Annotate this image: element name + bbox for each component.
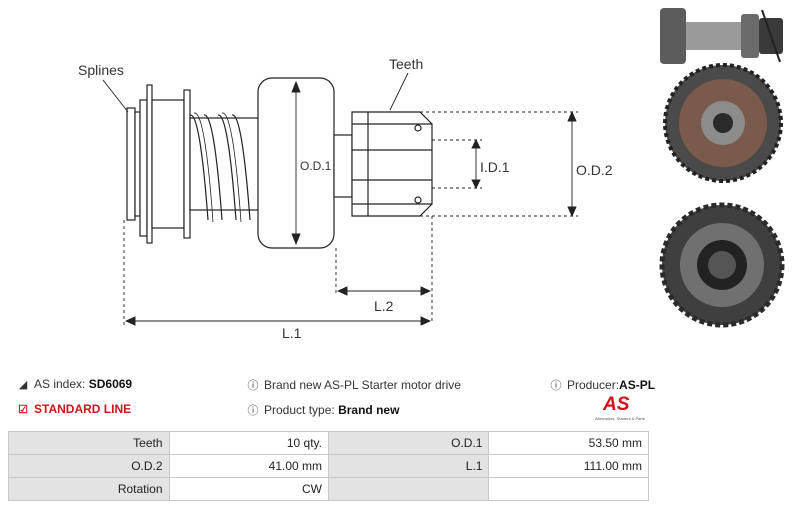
logo-mark: AS [603, 394, 630, 415]
description-text: Brand new AS-PL Starter motor drive [264, 378, 461, 392]
standard-line: ☑ STANDARD LINE [16, 402, 131, 416]
label-teeth: Teeth [389, 56, 423, 72]
spec-value [488, 477, 649, 501]
spec-value: 41.00 mm [168, 454, 330, 478]
spec-value: 10 qty. [168, 431, 330, 455]
as-index: ◢ AS index: SD6069 [16, 377, 132, 391]
as-index-value: SD6069 [88, 377, 133, 391]
product-type: ⓘ Product type: Brand new [246, 402, 400, 418]
producer-label: Producer: [567, 378, 620, 392]
label-od1: O.D.1 [300, 159, 332, 173]
product-type-label: Product type: [264, 403, 335, 417]
as-index-label: AS index: [34, 377, 86, 391]
spec-key: O.D.2 [8, 454, 170, 478]
info-icon: ⓘ [247, 405, 259, 417]
spec-key [327, 477, 490, 501]
product-photos [659, 8, 785, 328]
spec-value: CW [168, 477, 330, 501]
logo-tagline: Alternators, Starters & Parts [595, 416, 645, 421]
label-l1: L.1 [282, 325, 302, 341]
as-pl-logo: AS Alternators, Starters & Parts [595, 394, 650, 426]
label-l2: L.2 [374, 298, 394, 314]
tag-icon: ◢ [18, 379, 28, 391]
checkbox-icon: ☑ [18, 404, 28, 416]
info-icon: ⓘ [550, 380, 562, 392]
spec-key: Rotation [8, 477, 170, 501]
spec-key: Teeth [8, 431, 170, 455]
producer: ⓘ Producer:AS-PL [549, 377, 656, 393]
product-type-value: Brand new [338, 403, 400, 417]
label-od2: O.D.2 [576, 162, 613, 178]
spec-key: L.1 [327, 454, 490, 478]
spec-value: 111.00 mm [488, 454, 649, 478]
technical-drawing: Splines Teeth O.D.1 I.D.1 O.D.2 L.2 L.1 [78, 56, 613, 341]
photo-back-view [659, 202, 785, 328]
spec-value: 53.50 mm [488, 431, 649, 455]
product-description: ⓘ Brand new AS-PL Starter motor drive [246, 377, 461, 393]
standard-line-label: STANDARD LINE [34, 402, 132, 416]
spec-key: O.D.1 [327, 431, 490, 455]
photo-front-view [663, 63, 783, 183]
info-icon: ⓘ [247, 380, 259, 392]
label-splines: Splines [78, 62, 124, 78]
producer-value: AS-PL [619, 378, 656, 392]
label-id1: I.D.1 [480, 159, 510, 175]
photo-side-view [660, 8, 783, 64]
